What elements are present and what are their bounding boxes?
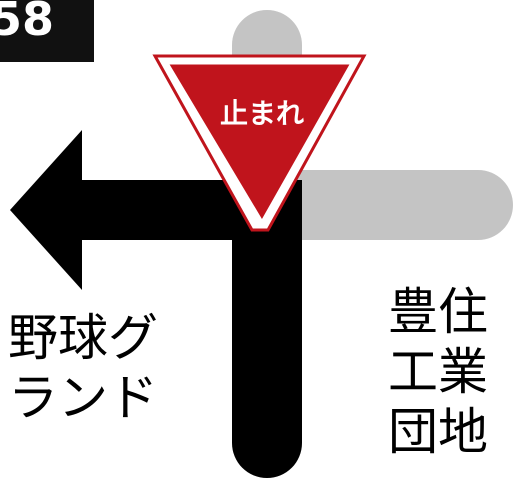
- route-number: 58: [0, 0, 55, 46]
- stop-sign-icon: 止まれ: [152, 54, 367, 232]
- route-number-badge: 58: [0, 0, 94, 62]
- left-destination-line2: ランド: [8, 369, 158, 427]
- right-destination-label: 豊住 工業 団地: [388, 282, 488, 462]
- left-destination-line1: 野球グ: [8, 309, 158, 367]
- right-destination-line1: 豊住: [388, 283, 488, 341]
- right-destination-line2: 工業: [388, 343, 488, 401]
- minor-road-east: [262, 170, 513, 240]
- stop-sign-text: 止まれ: [220, 97, 304, 130]
- right-destination-line3: 団地: [388, 403, 488, 461]
- left-destination-label: 野球グ ランド: [8, 308, 158, 428]
